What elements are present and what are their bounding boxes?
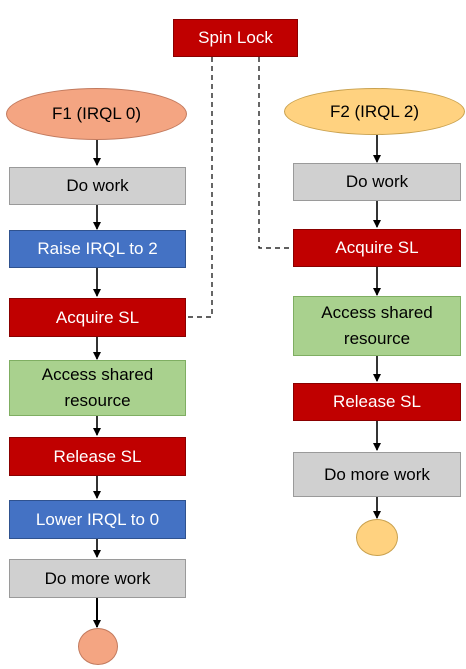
f1-end-node: [78, 628, 118, 665]
f2-release-sl-box: Release SL: [293, 383, 461, 421]
f2-start-node: F2 (IRQL 2): [284, 88, 465, 135]
f1-acquire-sl-box: Acquire SL: [9, 298, 186, 337]
f2-access-line-1: Access shared: [321, 303, 433, 322]
f2-access-line-2: resource: [343, 329, 411, 348]
f1-lower-irql-box: Lower IRQL to 0: [9, 500, 186, 539]
f2-access-resource-box: Access shared resource: [293, 296, 461, 356]
f2-do-more-work-box: Do more work: [293, 452, 461, 497]
f1-access-line-2: resource: [64, 391, 131, 410]
f1-do-work-box: Do work: [9, 167, 186, 205]
spin-lock-link-f2: [258, 57, 293, 249]
f1-do-more-work-box: Do more work: [9, 559, 186, 598]
f1-start-node: F1 (IRQL 0): [6, 88, 187, 140]
f2-do-work-box: Do work: [293, 163, 461, 201]
f1-access-resource-box: Access shared resource: [9, 360, 186, 416]
f1-access-line-1: Access shared: [41, 365, 154, 384]
spin-lock-box: Spin Lock: [173, 19, 298, 57]
f1-release-sl-box: Release SL: [9, 437, 186, 476]
f1-raise-irql-box: Raise IRQL to 2: [9, 230, 186, 268]
spin-lock-link-f1: [186, 57, 213, 318]
f2-end-node: [356, 519, 398, 556]
f2-acquire-sl-box: Acquire SL: [293, 229, 461, 267]
